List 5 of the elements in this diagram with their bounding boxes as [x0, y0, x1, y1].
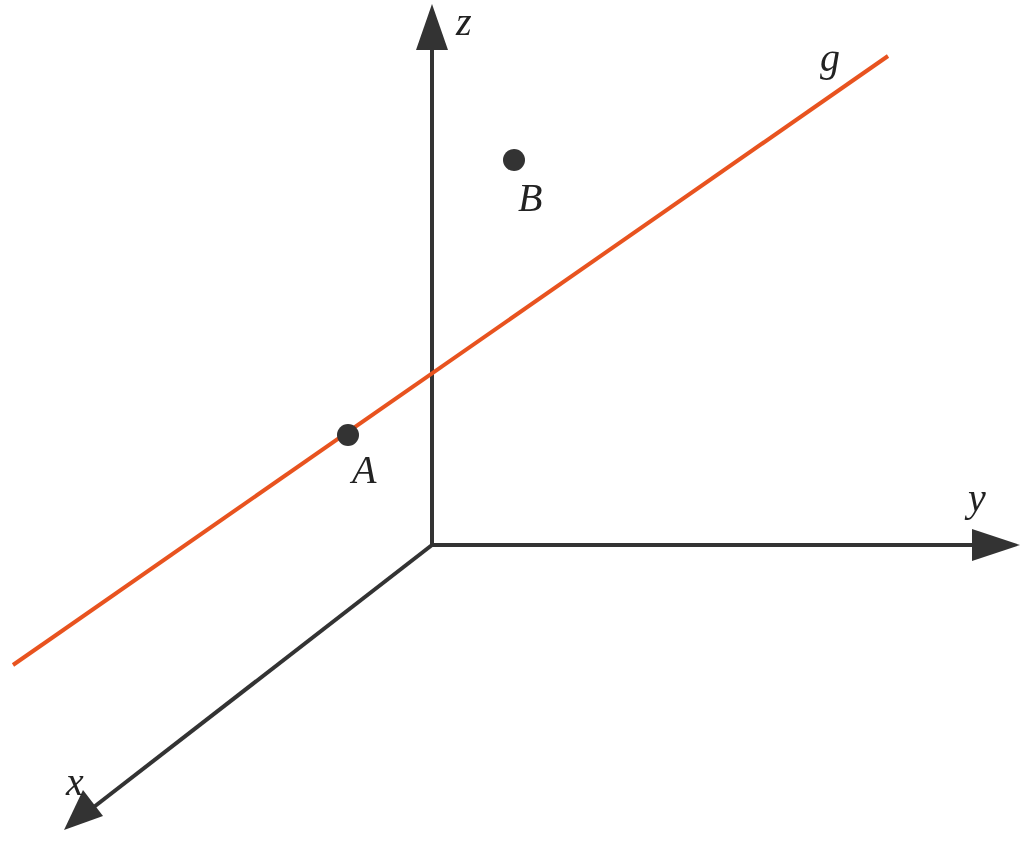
point-label: B	[518, 178, 543, 218]
axis-label: z	[456, 2, 472, 42]
axis-label: x	[66, 762, 84, 802]
line-label: g	[820, 38, 840, 78]
point-label: A	[352, 450, 377, 490]
